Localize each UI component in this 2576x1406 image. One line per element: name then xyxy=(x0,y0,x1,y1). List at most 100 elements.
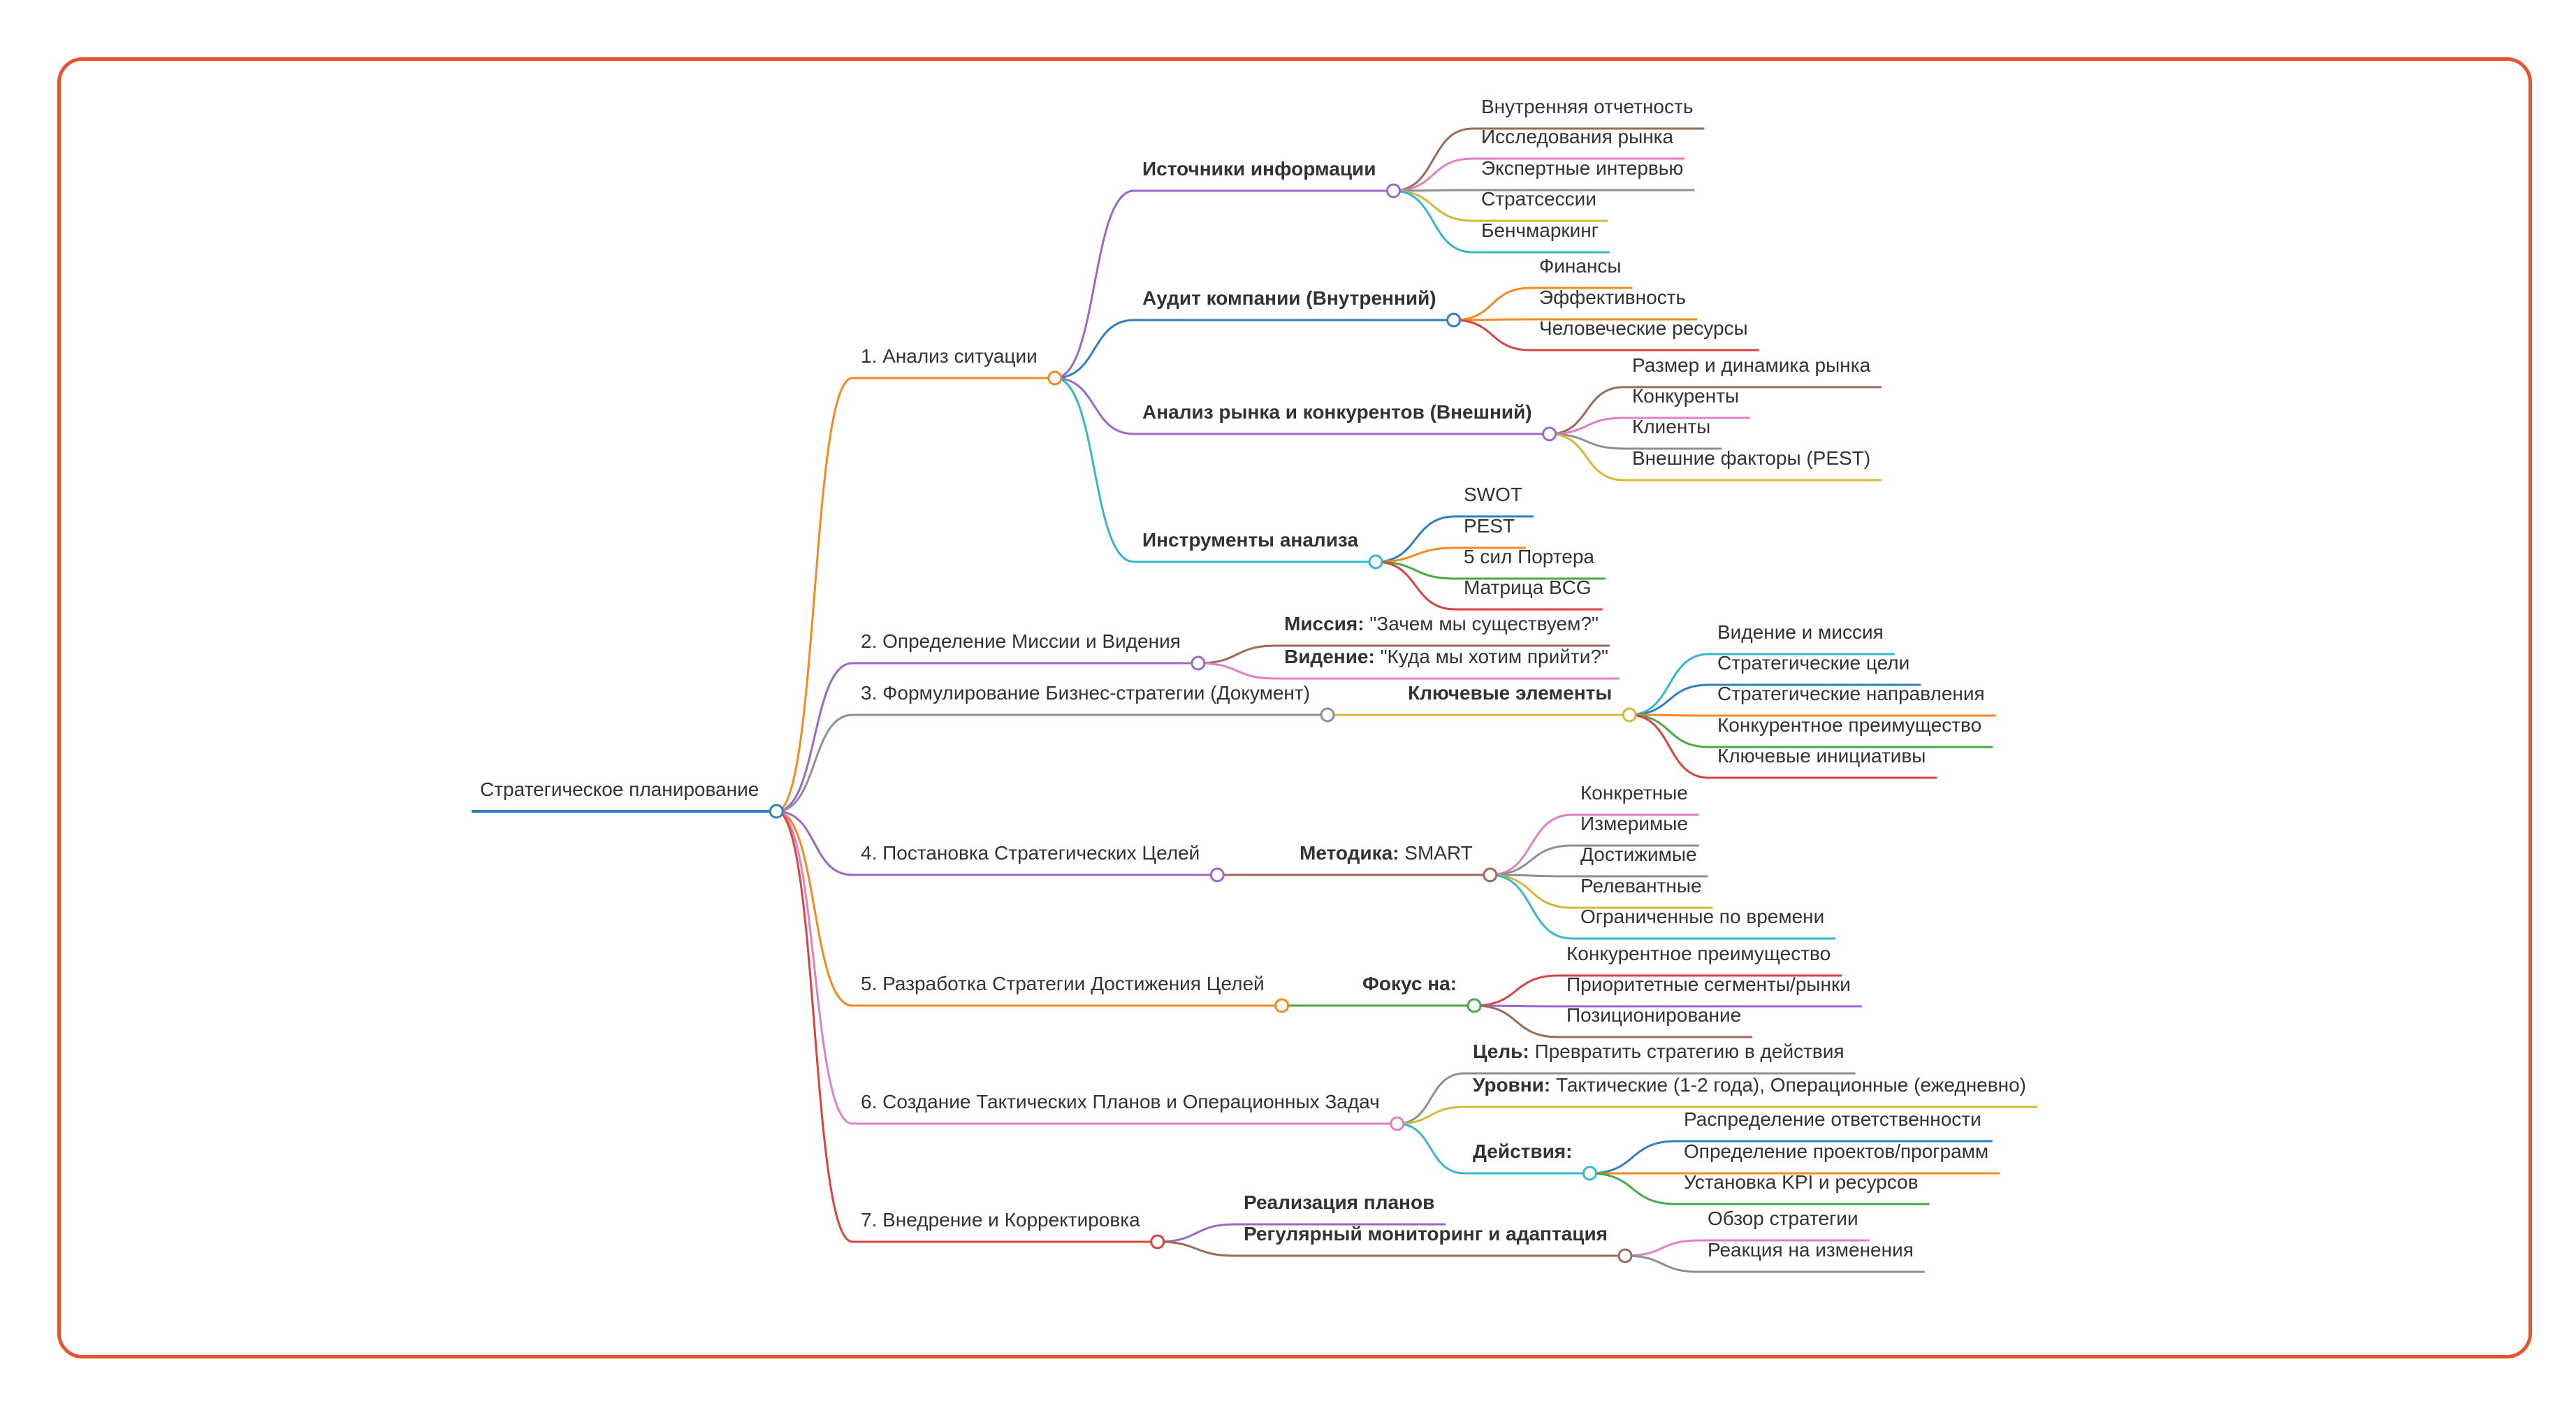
mindmap-collapse-dots xyxy=(769,183,1637,1263)
collapse-toggle-n4a[interactable] xyxy=(1483,867,1498,883)
node-label-text: Аудит компании (Внутренний) xyxy=(1142,287,1436,309)
collapse-toggle-n1[interactable] xyxy=(1047,370,1063,386)
collapse-toggle-n1b[interactable] xyxy=(1446,312,1462,328)
collapse-toggle-n6[interactable] xyxy=(1390,1116,1405,1131)
node-label-n4a1[interactable]: Конкретные xyxy=(1580,782,1688,804)
collapse-toggle-n7b[interactable] xyxy=(1617,1248,1633,1263)
edge-n1a1 xyxy=(1393,127,1473,192)
node-label-n6a[interactable]: Цель: Превратить стратегию в действия xyxy=(1473,1041,1844,1062)
node-label-n6c2[interactable]: Определение проектов/программ xyxy=(1684,1140,1988,1162)
node-label-n1a3[interactable]: Экспертные интервью xyxy=(1481,157,1683,179)
node-label-prefix: Уровни: xyxy=(1473,1074,1550,1096)
node-label-text: Источники информации xyxy=(1142,158,1376,180)
node-label-n2[interactable]: 2. Определение Миссии и Видения xyxy=(861,630,1181,652)
node-label-n3a[interactable]: Ключевые элементы xyxy=(1408,682,1612,704)
node-label-n1a2[interactable]: Исследования рынка xyxy=(1481,126,1674,147)
node-label-n1c[interactable]: Анализ рынка и конкурентов (Внешний) xyxy=(1142,401,1532,423)
node-label-n1c3[interactable]: Клиенты xyxy=(1632,416,1710,437)
collapse-toggle-n1c[interactable] xyxy=(1542,426,1557,442)
node-label-n1b1[interactable]: Финансы xyxy=(1539,255,1622,277)
node-label-text: Финансы xyxy=(1539,255,1622,277)
node-label-n1d4[interactable]: Матрица BCG xyxy=(1464,577,1592,598)
edge-n3a5 xyxy=(1629,713,1710,779)
node-label-text: SMART xyxy=(1399,842,1473,864)
edge-n6 xyxy=(776,810,853,1125)
node-label-text: Конкретные xyxy=(1580,782,1688,804)
edge-n1a2 xyxy=(1393,157,1473,192)
node-label-n7b1[interactable]: Обзор стратегии xyxy=(1708,1208,1858,1229)
node-label-n3a5[interactable]: Ключевые инициативы xyxy=(1717,745,1926,767)
node-label-text: Ключевые инициативы xyxy=(1717,745,1926,767)
node-label-n3a2[interactable]: Стратегические цели xyxy=(1717,652,1909,674)
node-label-n1b3[interactable]: Человеческие ресурсы xyxy=(1539,317,1748,339)
node-label-n6c3[interactable]: Установка KPI и ресурсов xyxy=(1684,1171,1919,1193)
node-label-n1[interactable]: 1. Анализ ситуации xyxy=(861,345,1038,367)
node-label-n1d2[interactable]: PEST xyxy=(1464,515,1515,537)
node-label-n3a3[interactable]: Стратегические направления xyxy=(1717,683,1985,704)
edge-n1d3 xyxy=(1376,560,1456,580)
node-label-n4a5[interactable]: Ограниченные по времени xyxy=(1580,906,1824,927)
node-label-n1a4[interactable]: Стратсессии xyxy=(1481,188,1596,210)
node-label-n5[interactable]: 5. Разработка Стратегии Достижения Целей xyxy=(861,973,1265,994)
node-label-n5a[interactable]: Фокус на: xyxy=(1362,973,1457,994)
node-label-n5a2[interactable]: Приоритетные сегменты/рынки xyxy=(1566,973,1851,995)
node-label-n7[interactable]: 7. Внедрение и Корректировка xyxy=(861,1209,1140,1231)
collapse-toggle-n3[interactable] xyxy=(1320,707,1335,723)
node-label-n7b2[interactable]: Реакция на изменения xyxy=(1708,1239,1914,1261)
node-label-text: Действия: xyxy=(1473,1140,1572,1162)
node-label-n1c4[interactable]: Внешние факторы (PEST) xyxy=(1632,447,1870,469)
node-label-n4a3[interactable]: Достижимые xyxy=(1580,843,1697,865)
node-label-n4a2[interactable]: Измеримые xyxy=(1580,813,1688,834)
node-label-n1d3[interactable]: 5 сил Портера xyxy=(1464,546,1594,567)
edge-n1b xyxy=(1054,319,1135,379)
edge-n7b1 xyxy=(1625,1239,1700,1257)
edge-n6c xyxy=(1397,1122,1465,1175)
node-label-text: Релевантные xyxy=(1580,875,1702,897)
node-label-n1d1[interactable]: SWOT xyxy=(1464,484,1522,505)
collapse-toggle-n5a[interactable] xyxy=(1467,998,1482,1013)
collapse-toggle-root[interactable] xyxy=(769,804,784,819)
node-label-root[interactable]: Стратегическое планирование xyxy=(480,778,759,800)
node-label-text: 2. Определение Миссии и Видения xyxy=(861,630,1181,652)
node-label-n3a1[interactable]: Видение и миссия xyxy=(1717,621,1884,643)
collapse-toggle-n5[interactable] xyxy=(1274,998,1290,1013)
node-label-n4a[interactable]: Методика: SMART xyxy=(1300,842,1473,864)
node-label-n4a4[interactable]: Релевантные xyxy=(1580,875,1702,897)
node-label-n4[interactable]: 4. Постановка Стратегических Целей xyxy=(861,842,1200,864)
node-label-n6b[interactable]: Уровни: Тактические (1-2 года), Операцио… xyxy=(1473,1074,2026,1096)
node-label-n5a1[interactable]: Конкурентное преимущество xyxy=(1566,943,1831,964)
edge-n1b1 xyxy=(1453,287,1531,321)
node-label-n1a[interactable]: Источники информации xyxy=(1142,158,1376,180)
node-label-text: Внешние факторы (PEST) xyxy=(1632,447,1870,469)
collapse-toggle-n1a[interactable] xyxy=(1385,183,1401,198)
node-label-n6[interactable]: 6. Создание Тактических Планов и Операци… xyxy=(861,1091,1380,1113)
node-label-n1a5[interactable]: Бенчмаркинг xyxy=(1481,219,1599,241)
node-label-n6c1[interactable]: Распределение ответственности xyxy=(1684,1108,1981,1130)
node-label-text: PEST xyxy=(1464,515,1515,537)
node-label-n3[interactable]: 3. Формулирование Бизнес-стратегии (Доку… xyxy=(861,682,1310,704)
collapse-toggle-n3a[interactable] xyxy=(1622,707,1637,723)
collapse-toggle-n2[interactable] xyxy=(1191,655,1206,671)
node-label-text: 3. Формулирование Бизнес-стратегии (Доку… xyxy=(861,682,1310,704)
node-label-n5a3[interactable]: Позиционирование xyxy=(1566,1004,1741,1026)
node-label-n6c[interactable]: Действия: xyxy=(1473,1140,1572,1162)
node-label-n7a[interactable]: Реализация планов xyxy=(1244,1191,1434,1213)
collapse-toggle-n4[interactable] xyxy=(1209,867,1225,883)
node-label-n1b[interactable]: Аудит компании (Внутренний) xyxy=(1142,287,1436,309)
node-label-n1b2[interactable]: Эффективность xyxy=(1539,287,1686,308)
node-label-n3a4[interactable]: Конкурентное преимущество xyxy=(1717,714,1981,736)
node-label-text: 7. Внедрение и Корректировка xyxy=(861,1209,1140,1231)
edge-n2a xyxy=(1198,644,1276,665)
collapse-toggle-n1d[interactable] xyxy=(1368,554,1383,570)
node-label-n7b[interactable]: Регулярный мониторинг и адаптация xyxy=(1244,1223,1608,1245)
edge-n1d1 xyxy=(1376,515,1456,563)
node-label-n1a1[interactable]: Внутренняя отчетность xyxy=(1481,96,1693,117)
node-label-n1c2[interactable]: Конкуренты xyxy=(1632,385,1739,407)
node-label-n1d[interactable]: Инструменты анализа xyxy=(1142,529,1358,551)
node-label-n1c1[interactable]: Размер и динамика рынка xyxy=(1632,354,1871,376)
edge-n6c3 xyxy=(1589,1172,1676,1205)
collapse-toggle-n6c[interactable] xyxy=(1582,1166,1597,1181)
node-label-n2a[interactable]: Миссия: "Зачем мы существуем?" xyxy=(1284,613,1599,635)
collapse-toggle-n7[interactable] xyxy=(1150,1234,1165,1249)
node-label-n2b[interactable]: Видение: "Куда мы хотим прийти?" xyxy=(1284,646,1608,667)
